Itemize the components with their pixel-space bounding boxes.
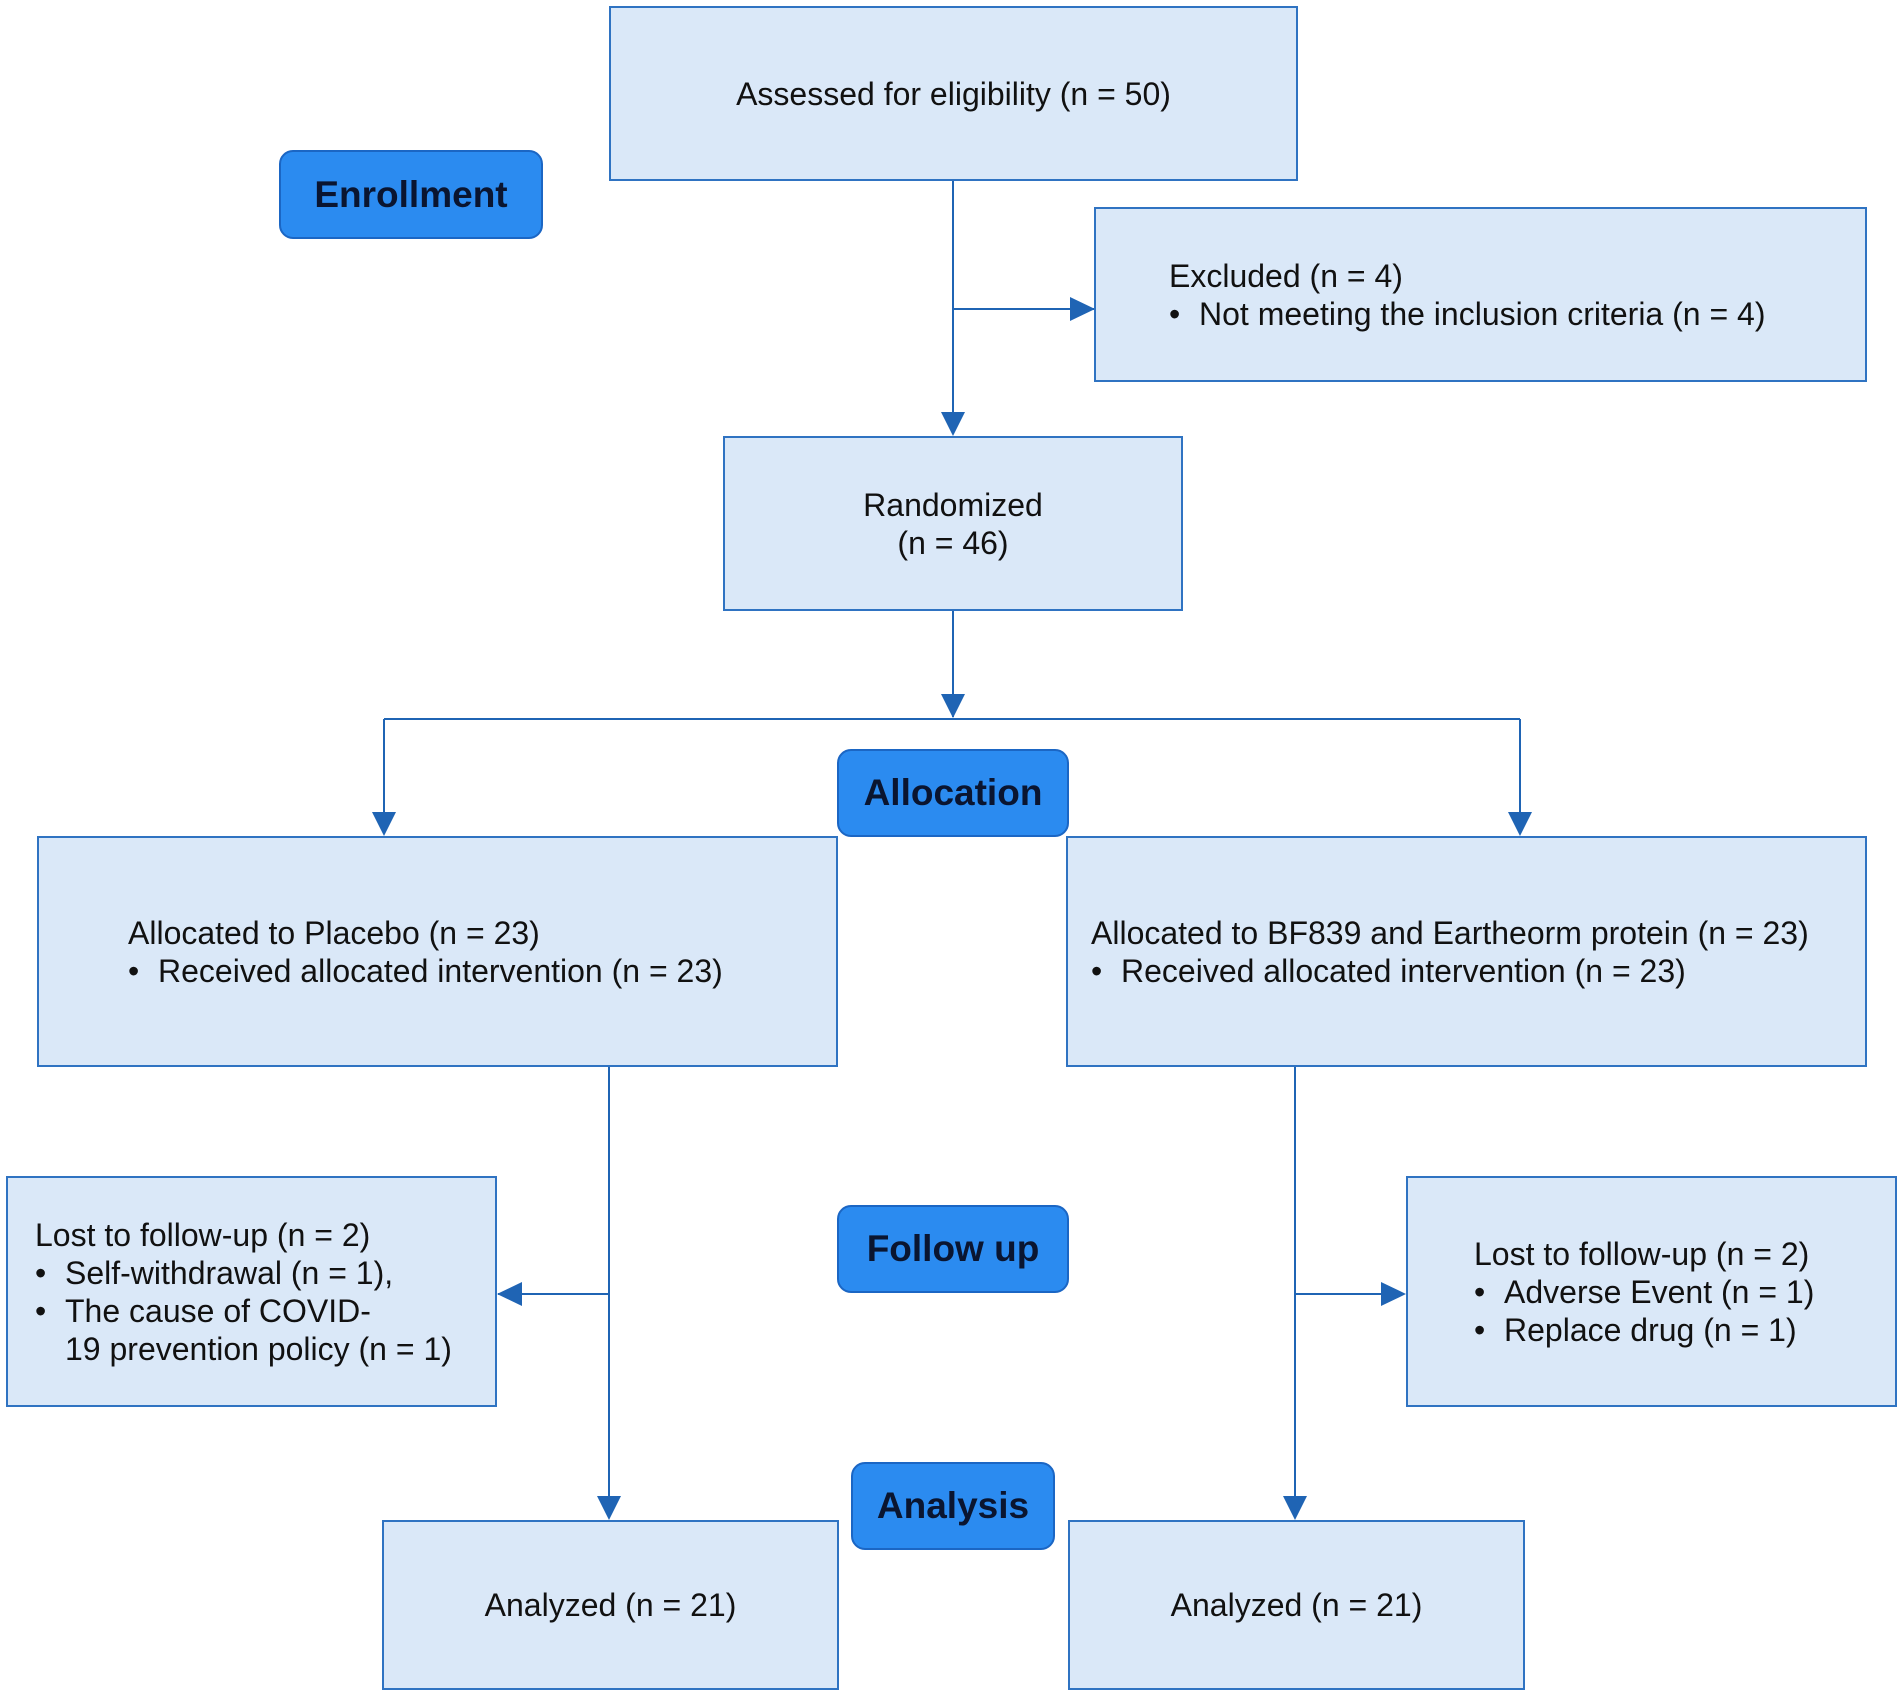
placebo-analyzed-box: Analyzed (n = 21) <box>382 1520 839 1690</box>
excluded-bullet: • Not meeting the inclusion criteria (n … <box>1169 295 1765 333</box>
excluded-title: Excluded (n = 4) <box>1169 257 1403 294</box>
placebo-allocation-box: Allocated to Placebo (n = 23) • Received… <box>37 836 838 1067</box>
placebo-lost-bullet-2: • The cause of COVID- 19 prevention poli… <box>35 1292 452 1368</box>
randomized-label: Randomized <box>863 486 1043 523</box>
arrowhead-lost-placebo <box>497 1282 522 1306</box>
assessed-box: Assessed for eligibility (n = 50) <box>609 6 1298 181</box>
excluded-box: Excluded (n = 4) • Not meeting the inclu… <box>1094 207 1867 382</box>
randomized-box: Randomized (n = 46) <box>723 436 1183 611</box>
placebo-allocation-bullet: • Received allocated intervention (n = 2… <box>128 952 723 990</box>
adverse-event-text: Adverse Event (n = 1) <box>1504 1273 1815 1310</box>
treatment-analyzed-box: Analyzed (n = 21) <box>1068 1520 1525 1690</box>
treatment-lost-bullet-2: • Replace drug (n = 1) <box>1474 1311 1797 1349</box>
bullet-dot: • <box>35 1292 47 1329</box>
arrowhead-allocation <box>941 694 965 718</box>
treatment-allocation-bullet: • Received allocated intervention (n = 2… <box>1091 952 1686 990</box>
placebo-lost-title: Lost to follow-up (n = 2) <box>35 1216 371 1253</box>
treatment-lost-title: Lost to follow-up (n = 2) <box>1474 1235 1810 1272</box>
treatment-allocation-box: Allocated to BF839 and Eartheorm protein… <box>1066 836 1867 1067</box>
self-withdrawal-text: Self-withdrawal (n = 1), <box>65 1254 394 1291</box>
assessed-text: Assessed for eligibility (n = 50) <box>736 75 1171 112</box>
arrowhead-placebo <box>372 812 396 836</box>
analysis-stage-label: Analysis <box>851 1462 1055 1550</box>
bullet-dot: • <box>128 952 140 989</box>
arrowhead-analyzed-placebo <box>597 1496 621 1520</box>
allocation-stage-label: Allocation <box>837 749 1069 837</box>
excluded-reason: Not meeting the inclusion criteria (n = … <box>1199 295 1766 332</box>
arrowhead-lost-treatment <box>1381 1282 1406 1306</box>
arrowhead-treatment <box>1508 812 1532 836</box>
placebo-lost-box: Lost to follow-up (n = 2) • Self-withdra… <box>6 1176 497 1407</box>
treatment-lost-box: Lost to follow-up (n = 2) • Adverse Even… <box>1406 1176 1897 1407</box>
placebo-analyzed-text: Analyzed (n = 21) <box>484 1587 737 1623</box>
arrowhead-randomized <box>941 412 965 436</box>
randomized-count: (n = 46) <box>897 524 1009 561</box>
bullet-dot: • <box>35 1254 47 1291</box>
bullet-dot: • <box>1169 295 1181 332</box>
replace-drug-text: Replace drug (n = 1) <box>1504 1311 1797 1348</box>
treatment-allocation-title: Allocated to BF839 and Eartheorm protein… <box>1091 914 1809 951</box>
follow-up-stage-label: Follow up <box>837 1205 1069 1293</box>
covid-policy-text: The cause of COVID- 19 prevention policy… <box>65 1292 452 1367</box>
bullet-dot: • <box>1474 1311 1486 1348</box>
arrowhead-excluded <box>1070 297 1095 321</box>
treatment-analyzed-text: Analyzed (n = 21) <box>1170 1587 1423 1623</box>
placebo-lost-bullet-1: • Self-withdrawal (n = 1), <box>35 1254 393 1292</box>
arrowhead-analyzed-treatment <box>1283 1496 1307 1520</box>
placebo-allocation-title: Allocated to Placebo (n = 23) <box>128 914 540 951</box>
treatment-received-text: Received allocated intervention (n = 23) <box>1121 952 1686 989</box>
placebo-received-text: Received allocated intervention (n = 23) <box>158 952 723 989</box>
enrollment-stage-label: Enrollment <box>279 150 543 239</box>
bullet-dot: • <box>1474 1273 1486 1310</box>
treatment-lost-bullet-1: • Adverse Event (n = 1) <box>1474 1273 1814 1311</box>
bullet-dot: • <box>1091 952 1103 989</box>
